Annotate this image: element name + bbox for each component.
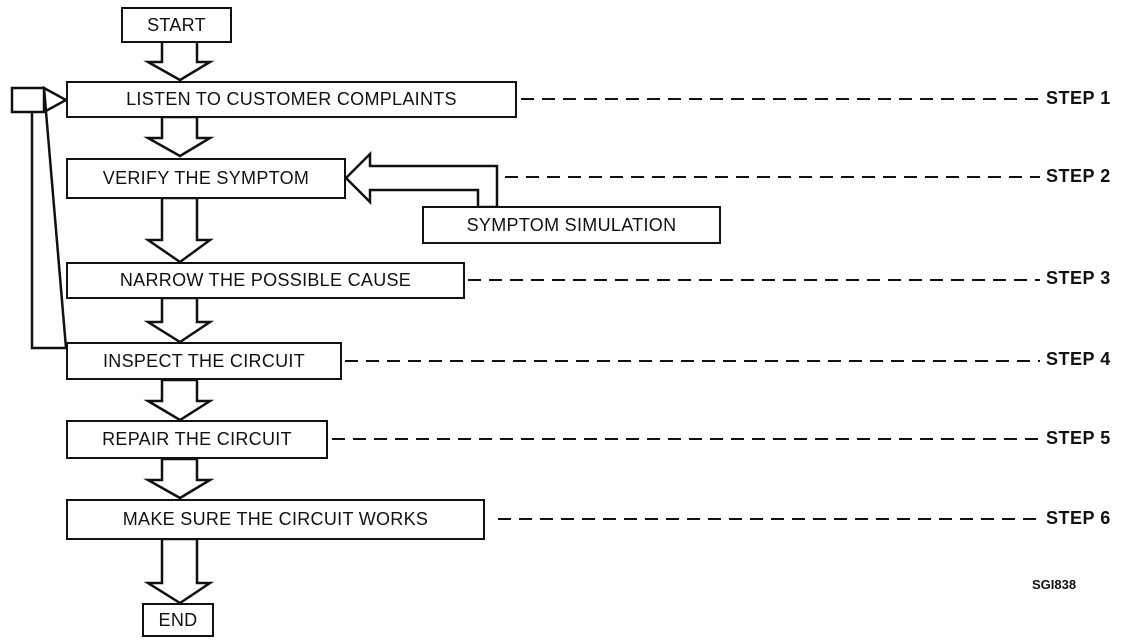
arrow-verify-to-narrow — [143, 196, 214, 264]
step-3-label: STEP 3 — [1046, 268, 1111, 288]
inspect-label: INSPECT THE CIRCUIT — [102, 350, 306, 371]
figure-code: SGI838 — [1032, 577, 1077, 592]
repair-box: REPAIR THE CIRCUIT — [66, 420, 328, 459]
listen-label: LISTEN TO CUSTOMER COMPLAINTS — [126, 89, 457, 109]
arrow-repair-to-works — [143, 457, 215, 500]
arrow-start-to-listen — [143, 39, 215, 82]
arrow-narrow-to-inspect — [143, 296, 215, 344]
repair-label: REPAIR THE CIRCUIT — [102, 429, 292, 449]
simulation-box: SYMPTOM SIMULATION — [422, 206, 721, 244]
works-label: MAKE SURE THE CIRCUIT WORKS — [122, 509, 429, 529]
simulation-label: SYMPTOM SIMULATION — [466, 214, 677, 235]
step-5-label: STEP 5 — [1046, 428, 1111, 448]
narrow-label: NARROW THE POSSIBLE CAUSE — [119, 270, 412, 290]
end-box: END — [142, 603, 214, 637]
arrow-listen-to-verify — [143, 115, 215, 158]
arrow-works-to-end — [143, 537, 215, 605]
listen-box: LISTEN TO CUSTOMER COMPLAINTS — [66, 81, 517, 118]
start-label: START — [147, 14, 206, 35]
step-2-label: STEP 2 — [1046, 166, 1111, 186]
arrow-simulation-to-verify — [344, 150, 499, 209]
inspect-box: INSPECT THE CIRCUIT — [66, 342, 342, 380]
arrow-inspect-to-repair — [143, 378, 215, 422]
end-label: END — [158, 609, 198, 630]
works-box: MAKE SURE THE CIRCUIT WORKS — [66, 499, 485, 540]
start-box: START — [121, 7, 232, 43]
verify-box: VERIFY THE SYMPTOM — [66, 158, 346, 199]
arrow-inspect-loop-to-listen — [10, 85, 69, 350]
verify-label: VERIFY THE SYMPTOM — [102, 168, 310, 188]
step-1-label: STEP 1 — [1046, 88, 1111, 108]
narrow-box: NARROW THE POSSIBLE CAUSE — [66, 262, 465, 299]
step-6-label: STEP 6 — [1046, 508, 1111, 528]
step-4-label: STEP 4 — [1046, 349, 1111, 369]
